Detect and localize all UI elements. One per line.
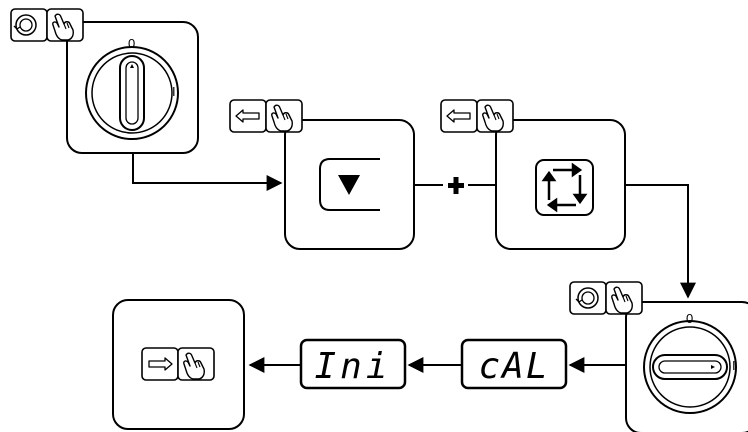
connector-2 — [625, 184, 696, 299]
knob-vertical — [119, 55, 145, 131]
button-cycle-panel — [440, 99, 626, 250]
display-cal: cAL — [460, 338, 568, 390]
position-off-label: 0 — [686, 311, 693, 326]
plus-symbol — [448, 177, 464, 194]
display-ini-text: Ini — [314, 346, 391, 387]
button-down-panel — [229, 99, 415, 250]
position-on-label: I — [172, 84, 176, 99]
release-hand-icon — [141, 347, 215, 381]
knob-horizontal — [652, 354, 728, 380]
button-down-key — [319, 158, 380, 211]
rotate-switch-hand-icon — [10, 8, 84, 42]
connector-1 — [132, 153, 283, 191]
release-panel — [112, 299, 245, 430]
down-triangle-icon — [338, 175, 360, 195]
display-ini: Ini — [299, 338, 407, 390]
main-switch-top: 0 I — [10, 8, 199, 154]
press-hand-icon — [229, 99, 303, 133]
cycle-arrows-icon — [541, 162, 588, 213]
position-off-label: 0 — [128, 36, 135, 51]
display-cal-text: cAL — [478, 346, 549, 387]
main-switch-bottom: 0 I — [569, 281, 748, 432]
position-on-label: I — [732, 358, 736, 373]
rotate-switch-hand-icon — [569, 281, 643, 315]
press-hand-icon — [440, 99, 514, 133]
